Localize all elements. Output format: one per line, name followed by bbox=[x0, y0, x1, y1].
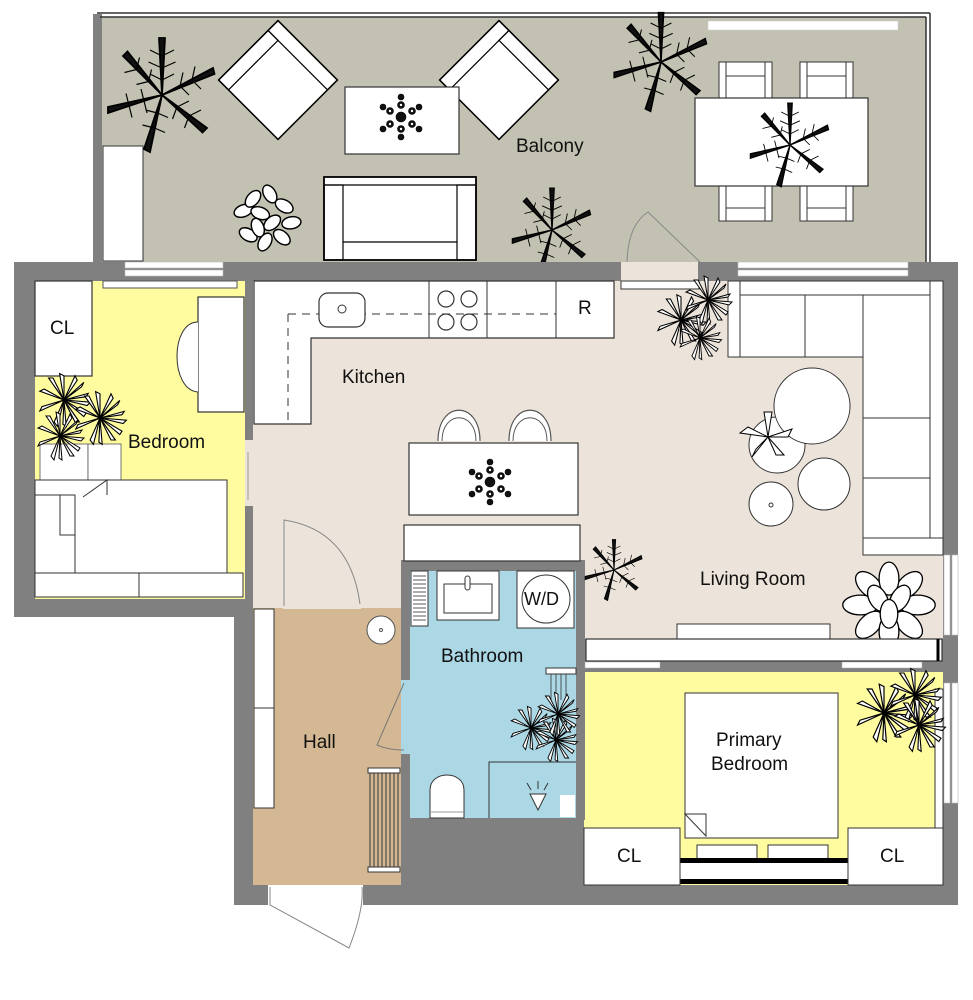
room-label-bedroom: Bedroom bbox=[128, 432, 206, 453]
bathroom-fixtures bbox=[376, 570, 581, 819]
balcony-door-opening bbox=[621, 262, 698, 281]
refrigerator-label: R bbox=[578, 298, 592, 319]
closet-label-bedroom: CL bbox=[50, 318, 75, 339]
balcony-area bbox=[93, 11, 931, 273]
room-label-primary-bedroom-line1: Primary bbox=[716, 730, 782, 751]
bedroom-furniture bbox=[34, 280, 253, 598]
windows bbox=[102, 261, 959, 804]
room-label-primary-bedroom-line2: Bedroom bbox=[711, 754, 789, 775]
room-label-hall: Hall bbox=[303, 732, 336, 753]
kitchen-counter bbox=[253, 280, 615, 425]
room-label-balcony: Balcony bbox=[516, 136, 584, 157]
room-label-kitchen: Kitchen bbox=[342, 367, 406, 388]
closet-label-primary-right: CL bbox=[880, 846, 905, 867]
primary-bedroom-furniture bbox=[583, 661, 946, 886]
room-label-living-room: Living Room bbox=[700, 569, 806, 590]
washer-dryer-label: W/D bbox=[524, 589, 559, 609]
closet-label-primary-left: CL bbox=[617, 846, 642, 867]
kitchen-island bbox=[403, 409, 581, 562]
hall-furniture bbox=[253, 519, 401, 949]
living-room-furniture bbox=[584, 275, 944, 662]
room-label-bathroom: Bathroom bbox=[441, 646, 524, 667]
